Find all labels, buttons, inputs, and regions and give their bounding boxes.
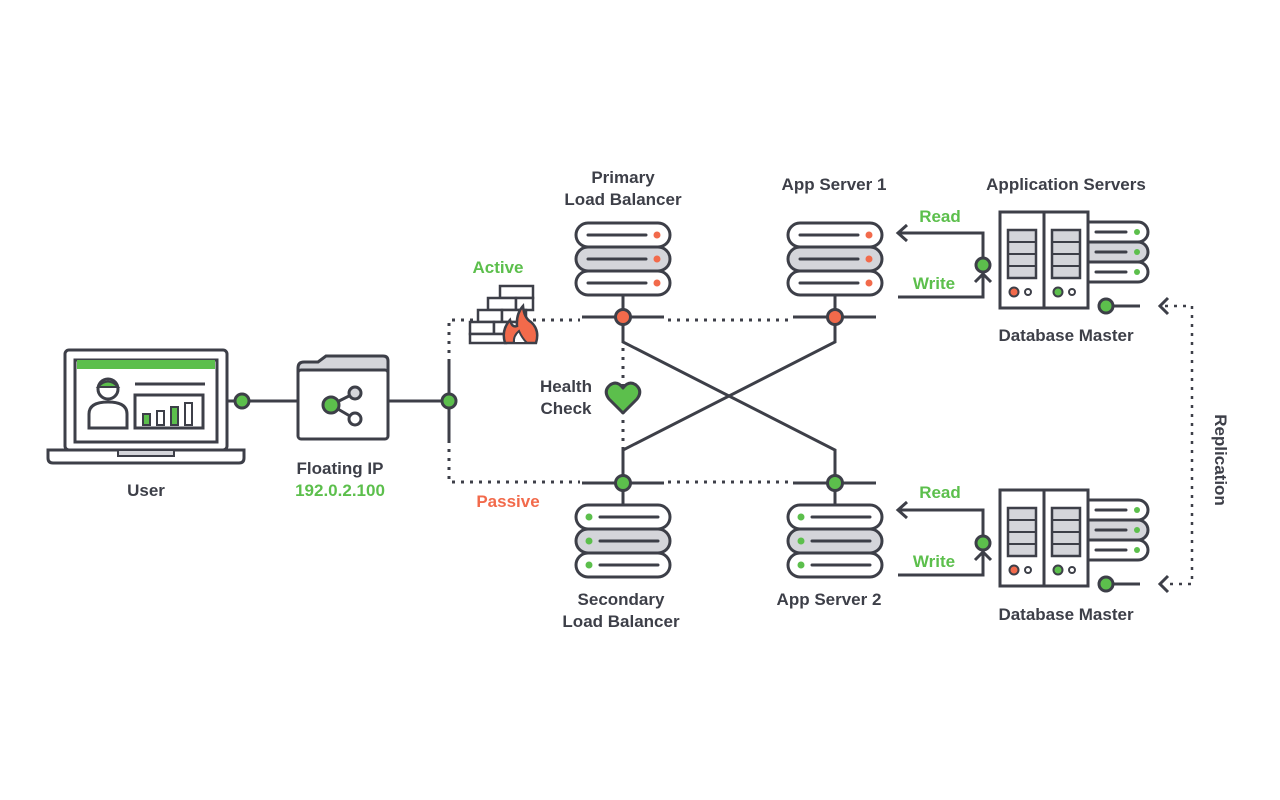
connector-node <box>1097 297 1115 315</box>
read-label-top: Read <box>919 207 961 226</box>
primary-lb-label-line2: Load Balancer <box>564 190 682 209</box>
connector-node <box>974 534 992 552</box>
secondary-load-balancer-server-icon <box>574 503 672 579</box>
app-server-2-label: App Server 2 <box>776 590 882 609</box>
share-folder-icon <box>296 354 390 441</box>
primary-lb-label-line1: Primary <box>591 168 655 187</box>
heart-icon <box>604 381 642 415</box>
connector-node <box>440 392 458 410</box>
floating-ip-title: Floating IP <box>296 459 384 478</box>
read-write-arrows-top <box>895 223 993 299</box>
read-write-arrows-bottom <box>895 500 993 577</box>
app-server-1-label: App Server 1 <box>781 175 887 194</box>
connector-node-app-server-1 <box>826 308 844 326</box>
primary-load-balancer-server-icon <box>574 221 672 297</box>
database-master-top-label: Database Master <box>998 326 1134 345</box>
connector-node-secondary-lb <box>614 474 632 492</box>
health-check-label-line1: Health <box>540 377 592 396</box>
app-server-1-server-icon <box>786 221 884 297</box>
write-label-bottom: Write <box>912 552 956 571</box>
database-rack-icon-top <box>998 210 1150 310</box>
secondary-lb-label-line2: Load Balancer <box>562 612 680 631</box>
floating-ip-address: 192.0.2.100 <box>295 481 385 500</box>
active-label: Active <box>472 258 524 277</box>
app-server-2-server-icon <box>786 503 884 579</box>
laptop-user-icon <box>46 348 246 465</box>
replication-label: Replication <box>1211 414 1230 506</box>
read-label-bottom: Read <box>919 483 961 502</box>
passive-label: Passive <box>476 492 540 511</box>
firewall-icon <box>468 284 539 345</box>
secondary-lb-label-line1: Secondary <box>577 590 665 609</box>
database-rack-icon-bottom <box>998 488 1150 588</box>
connector-node <box>1097 575 1115 593</box>
application-servers-label: Application Servers <box>986 175 1146 194</box>
connector-node-app-server-2 <box>826 474 844 492</box>
health-check-label-line2: Check <box>540 399 592 418</box>
connector-node <box>974 256 992 274</box>
connector-node <box>233 392 251 410</box>
connector-node-primary-lb <box>614 308 632 326</box>
user-label: User <box>127 481 165 500</box>
write-label-top: Write <box>912 274 956 293</box>
cross-links <box>621 317 837 483</box>
database-master-bottom-label: Database Master <box>998 605 1134 624</box>
